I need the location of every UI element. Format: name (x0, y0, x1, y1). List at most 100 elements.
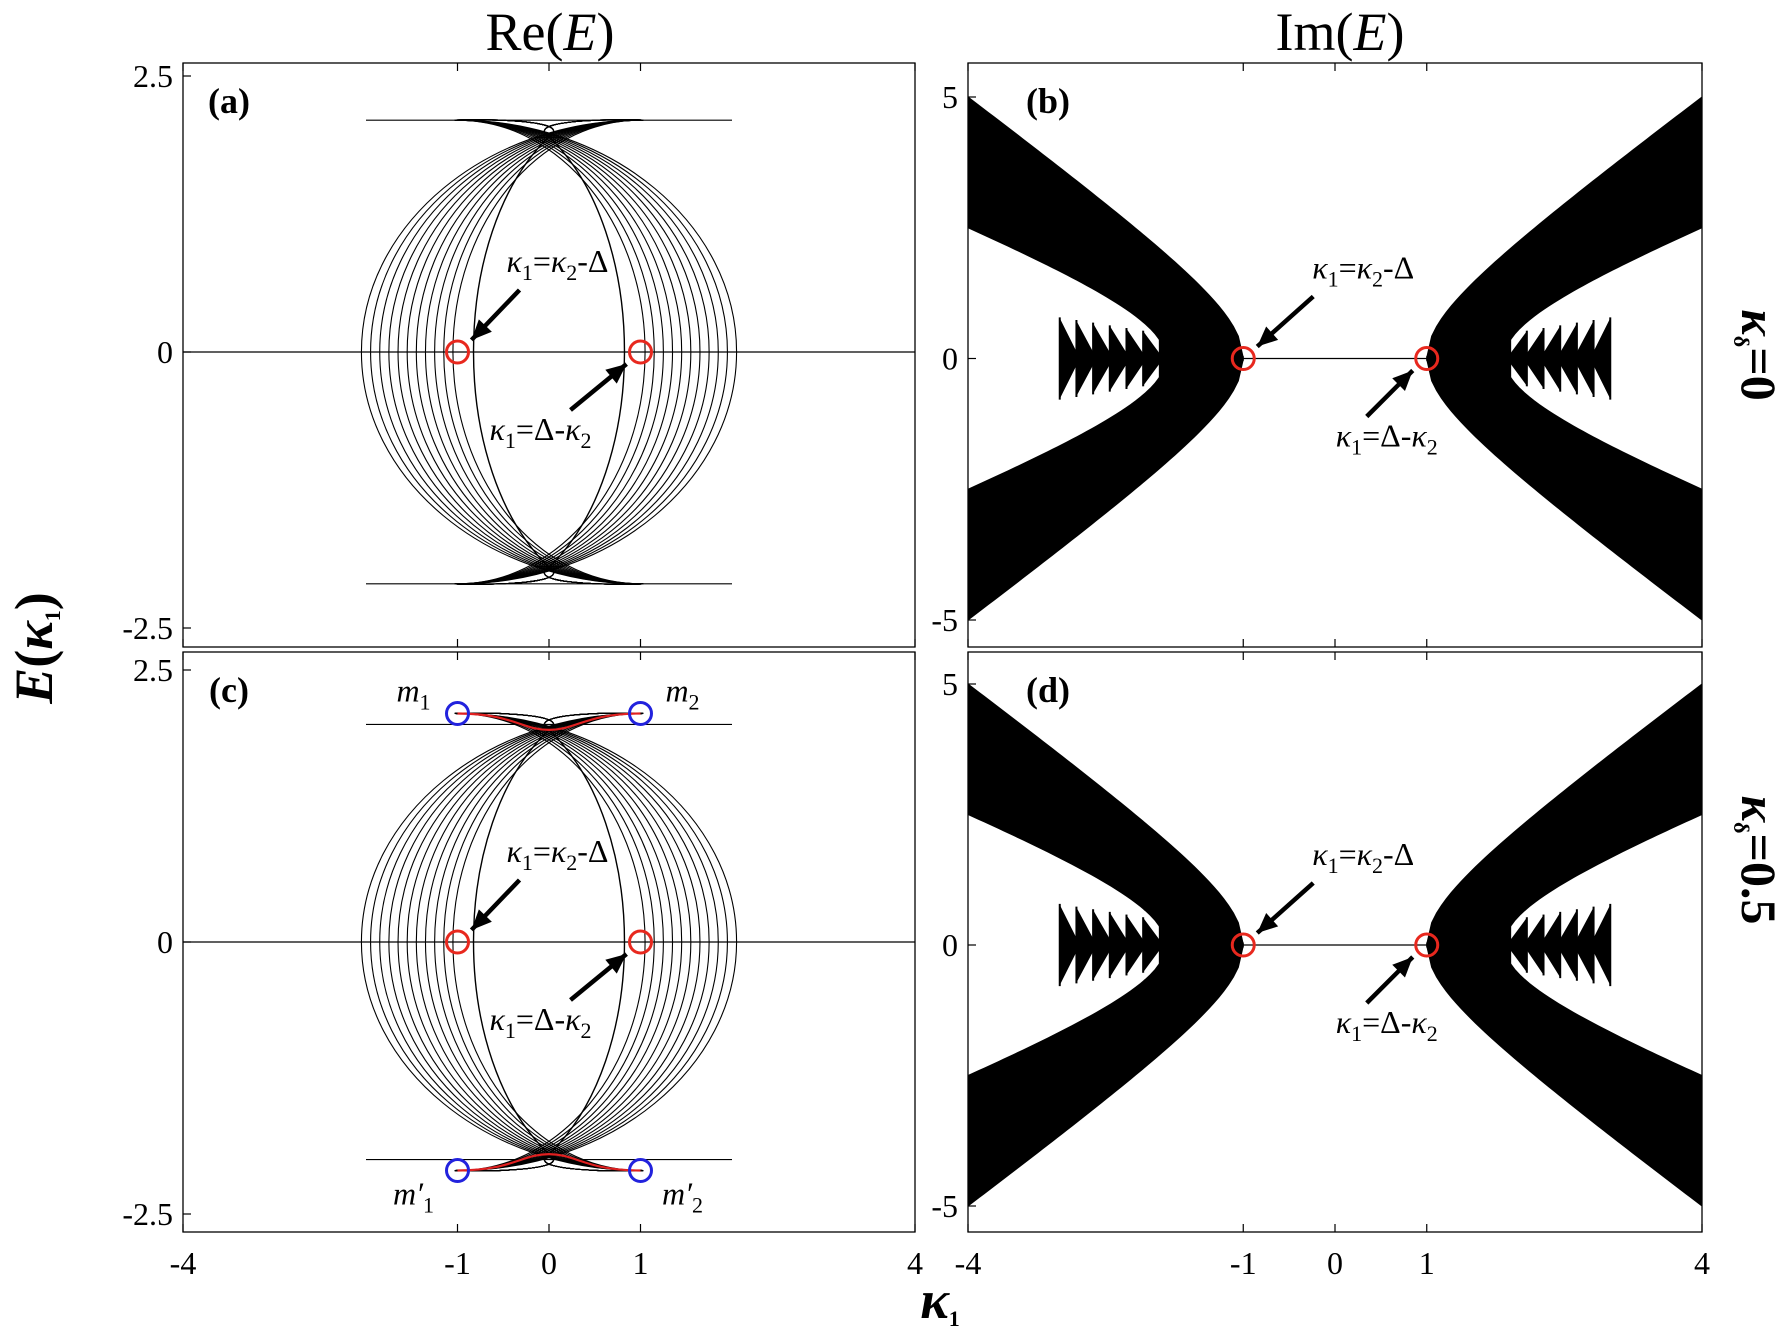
notch-strip (1142, 917, 1161, 973)
x-tick-label: 4 (1694, 1245, 1710, 1281)
imaginary-band (968, 944, 1244, 1207)
row-label: κδ=0 (1729, 309, 1787, 400)
notch-strip (1593, 905, 1611, 985)
imaginary-band (1426, 96, 1702, 359)
notch-strip (1543, 911, 1561, 979)
x-tick-label: -1 (444, 1245, 471, 1281)
y-axis-label-text: E(κ1) (4, 592, 65, 705)
notch-strip (1125, 327, 1144, 390)
imaginary-band (1426, 944, 1702, 1207)
x-tick-label: 0 (541, 1245, 557, 1281)
band-area (968, 96, 1702, 621)
marker-m′2 (628, 1157, 653, 1183)
notch-strip (1526, 327, 1545, 390)
arrow-head (471, 909, 492, 930)
marker-label: m′1 (393, 1175, 434, 1217)
notch-strip (1593, 319, 1611, 398)
marker-m2 (628, 701, 653, 727)
column-title-left: Re(E) (486, 2, 615, 62)
row-label-text: κδ=0 (1729, 309, 1787, 400)
notch-strip (1075, 908, 1094, 982)
y-tick-label: 2.5 (133, 58, 173, 94)
notch-strip (1109, 325, 1127, 392)
notch-strip (1142, 330, 1161, 387)
y-tick-label: 0 (942, 341, 958, 377)
imaginary-band (968, 358, 1244, 621)
notch-strip (1092, 322, 1111, 395)
y-tick-label: -5 (931, 1188, 958, 1224)
imaginary-band (968, 683, 1244, 946)
band-area (968, 683, 1702, 1207)
x-tick-label: 4 (907, 1245, 923, 1281)
y-axis-label: E(κ1) (4, 592, 65, 705)
notch-strip (1059, 905, 1077, 985)
notch-strip (1509, 917, 1528, 973)
notch-strip (1509, 330, 1528, 387)
notch-strip (1125, 914, 1144, 976)
x-tick-label: -1 (1230, 1245, 1257, 1281)
arrow-head (471, 319, 492, 340)
exceptional-point-marker (1230, 346, 1256, 371)
inner-boundary-curve (472, 729, 550, 1155)
panel-label: (d) (1026, 670, 1070, 710)
notch-strip (1092, 909, 1111, 981)
marker-label: m′2 (662, 1175, 703, 1217)
panel-label: (a) (208, 81, 250, 121)
arrow-head (1257, 326, 1279, 347)
exceptional-point-marker (1414, 346, 1440, 371)
row-label: κδ=0.5 (1729, 796, 1787, 925)
marker-label: m1 (396, 673, 430, 715)
arrow-head (1392, 957, 1413, 978)
arrow-head (1257, 912, 1279, 933)
y-tick-label: 0 (942, 927, 958, 963)
x-axis-label: κ1 (920, 1270, 960, 1331)
imaginary-band (1426, 683, 1702, 946)
row-label-text: κδ=0.5 (1729, 796, 1787, 925)
exceptional-point-marker (628, 929, 653, 955)
arrow-head (605, 364, 627, 384)
exceptional-point-marker (628, 339, 653, 365)
notch-strip (1559, 322, 1578, 395)
y-tick-label: -2.5 (122, 610, 173, 646)
y-tick-label: 5 (942, 79, 958, 115)
imaginary-band (968, 96, 1244, 359)
annotation-label: κ1=Δ-κ2 (1336, 418, 1438, 460)
x-tick-label: -4 (170, 1245, 197, 1281)
red-curve-bottom (457, 1153, 641, 1172)
column-title-right: Im(E) (1276, 2, 1405, 62)
marker-label: m2 (665, 673, 699, 715)
y-tick-label: 0 (157, 334, 173, 370)
exceptional-point-marker (1414, 932, 1440, 958)
x-tick-label: 1 (633, 1245, 649, 1281)
notch-strip (1559, 909, 1578, 981)
notch-strip (1075, 321, 1094, 396)
panel-a: κ1=κ2-Δκ1=Δ-κ22.50-2.5(a) (122, 58, 916, 648)
notch-strip (1576, 908, 1595, 982)
marker-m′1 (445, 1157, 470, 1183)
imaginary-band (1426, 358, 1702, 621)
marker-m1 (445, 701, 470, 727)
exceptional-point-marker (445, 929, 470, 955)
x-tick-label: -4 (955, 1245, 982, 1281)
inner-boundary-curve (472, 136, 550, 568)
annotation-label: κ1=κ2-Δ (1312, 836, 1414, 878)
annotation-label: κ1=Δ-κ2 (490, 411, 592, 453)
arrow-head (605, 954, 627, 974)
notch-strip (1576, 321, 1595, 396)
y-tick-label: -2.5 (122, 1196, 173, 1232)
arrow-head (1392, 370, 1413, 392)
exceptional-point-marker (445, 339, 470, 365)
y-tick-label: -5 (931, 602, 958, 638)
notch-strip (1543, 325, 1561, 392)
x-tick-label: 1 (1419, 1245, 1435, 1281)
panel-label: (b) (1026, 81, 1070, 121)
notch-strip (1109, 911, 1127, 979)
y-tick-label: 0 (157, 924, 173, 960)
x-tick-label: 0 (1327, 1245, 1343, 1281)
panel-label: (c) (209, 670, 249, 710)
annotation-label: κ1=Δ-κ2 (1336, 1004, 1438, 1046)
annotation-label: κ1=κ2-Δ (1312, 250, 1414, 292)
